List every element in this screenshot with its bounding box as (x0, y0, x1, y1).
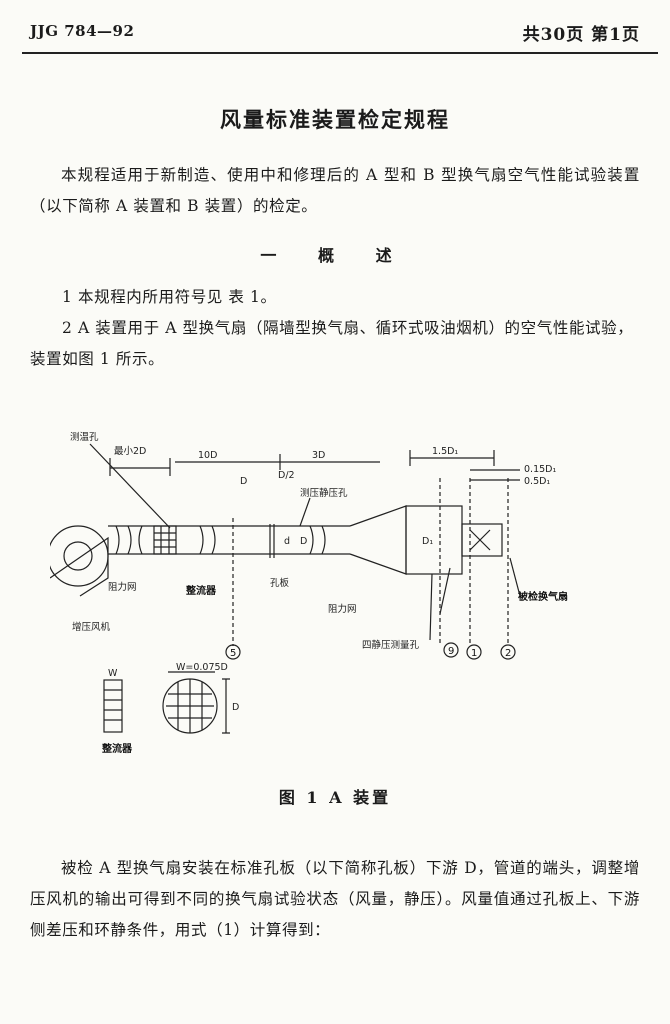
straightener-side-view (103, 679, 123, 733)
label-damper: 阻力网 (108, 581, 137, 593)
label-straightener: 整流器 (185, 584, 217, 597)
section-heading: 一 概 述 (260, 246, 410, 265)
label-d-over-2: D/2 (278, 470, 295, 481)
label-inlet-hole: 测温孔 (70, 432, 99, 443)
tested-fan-box (461, 523, 503, 557)
standard-code: JJG 784—92 (30, 22, 135, 40)
label-d1: D₁ (422, 536, 433, 547)
label-static-ring: 四静压测量孔 (362, 639, 420, 651)
label-d-big: D (300, 536, 307, 547)
document-title: 风量标准装置检定规程 (220, 107, 450, 132)
booster-fan-hub (63, 541, 93, 571)
circle-1: 1 (471, 648, 477, 659)
item-1: 1 本规程内所用符号见 表 1。 (62, 288, 277, 306)
label-min-2d: 最小2D (114, 446, 146, 457)
booster-fan-outlet (50, 536, 109, 597)
apparatus-diagram: 测温孔 最小2D 10D 3D D/2 D 测压静压孔 d D 1.5D₁ 0.… (50, 432, 568, 755)
item-2: 2 A 装置用于 A 型换气扇（隔墙型换气扇、循环式吸油烟机）的空气性能试验，装… (30, 319, 634, 368)
label-3d: 3D (312, 450, 325, 461)
label-damper-2: 阻力网 (328, 603, 357, 615)
circle-9: 9 (448, 646, 454, 657)
label-10d: 10D (198, 450, 217, 461)
label-1-5-d1: 1.5D₁ (432, 446, 458, 457)
figure-caption: 图 1 A 装置 (278, 788, 392, 807)
page-count: 共30页 第1页 (522, 25, 640, 45)
label-d-height: D (232, 702, 239, 713)
label-0-15-d1: 0.15D₁ (524, 464, 556, 475)
circle-5: 5 (230, 648, 236, 659)
label-static-holes: 测压静压孔 (300, 487, 348, 499)
label-w: W (108, 668, 118, 679)
booster-fan-housing (50, 525, 109, 587)
label-d: D (240, 476, 247, 487)
body-paragraph: 被检 A 型换气扇安装在标准孔板（以下简称孔板）下游 D，管道的端头，调整增压风… (30, 859, 640, 939)
header-rule (22, 52, 658, 54)
diffuser (349, 505, 407, 575)
intro-paragraph: 本规程适用于新制造、使用中和修理后的 A 型和 B 型换气扇空气性能试验装置（以… (30, 166, 640, 215)
label-booster: 增压风机 (72, 621, 111, 633)
orifice-plate (269, 524, 275, 558)
circle-2: 2 (505, 648, 511, 659)
label-orifice: 孔板 (270, 577, 290, 589)
label-d-small: d (284, 536, 290, 547)
label-straightener-bottom: 整流器 (101, 742, 133, 755)
label-w-equation: W=0.075D (176, 662, 228, 673)
label-0-5-d1: 0.5D₁ (524, 476, 550, 487)
test-chamber (405, 505, 463, 575)
label-fan-tested: 被检换气扇 (518, 590, 568, 603)
figure-a-apparatus: 测温孔 最小2D 10D 3D D/2 D 测压静压孔 d D 1.5D₁ 0.… (50, 418, 620, 770)
